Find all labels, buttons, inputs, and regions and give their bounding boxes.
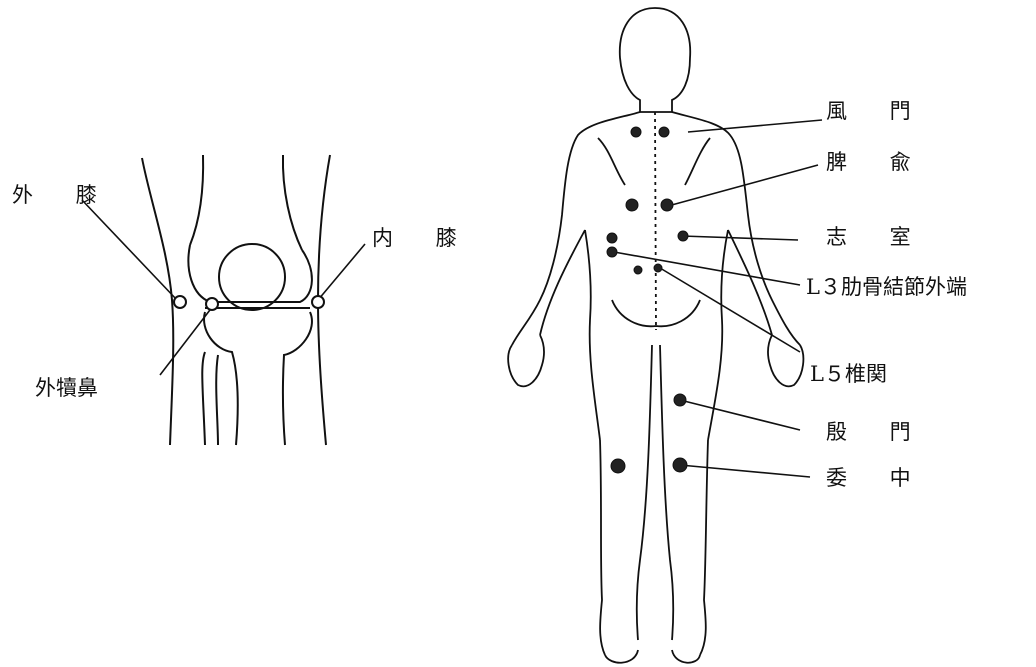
femur-right-edge [283, 155, 302, 250]
left-leg-outer [600, 440, 605, 655]
point-fumon-left [631, 127, 641, 137]
patella [219, 244, 285, 310]
left-foot [605, 650, 638, 663]
point-shishitsu-left [607, 233, 617, 243]
label-medial-hollow: 内 膝 [372, 226, 475, 250]
right-inner-arm [728, 230, 772, 335]
point-l5 [654, 264, 662, 272]
torso-left-outline [512, 112, 640, 345]
point-hiyu-left [626, 199, 638, 211]
left-leg-inner [637, 345, 652, 640]
right-scapula [685, 138, 710, 185]
label-hiyu: 脾 兪 [826, 150, 929, 174]
pointer-shishitsu [682, 236, 798, 240]
point-ichu-left [611, 459, 625, 473]
left-scapula [598, 138, 625, 185]
pointer-inmon [680, 400, 800, 430]
label-l3-rib-end: L３肋骨結節外端 [806, 275, 967, 299]
knee-pointer-lateral-calf-nose [160, 306, 213, 375]
knee-point-medial-hollow [312, 296, 324, 308]
knee-point-lateral-calf-nose [206, 298, 218, 310]
label-lateral-hollow: 外 膝 [12, 183, 115, 207]
head-outline [620, 8, 690, 112]
left-flank [585, 230, 600, 440]
point-ichu-right [673, 458, 687, 472]
body-points [607, 127, 688, 473]
point-shishitsu-right [678, 231, 688, 241]
knee-pointer-medial-hollow [318, 244, 365, 300]
knee-point-lateral-hollow [174, 296, 186, 308]
right-foot [672, 650, 700, 663]
tibia [204, 312, 312, 445]
label-inmon: 殷 門 [826, 420, 929, 444]
point-l3-left [607, 247, 617, 257]
pointer-ichu [680, 465, 810, 477]
label-l5-vertebra: L５椎関 [810, 362, 887, 386]
label-fumon: 風 門 [826, 99, 929, 123]
spine [655, 112, 656, 330]
point-hiyu-right [661, 199, 673, 211]
right-leg-inner [660, 345, 673, 640]
label-lateral-calf-nose: 外犢鼻 [35, 376, 98, 400]
point-fumon-right [659, 127, 669, 137]
label-ichu: 委 中 [826, 466, 929, 490]
right-leg-outer [700, 440, 708, 655]
body-figure [508, 8, 822, 663]
femur-left-edge [190, 155, 203, 245]
label-shishitsu: 志 室 [826, 225, 929, 249]
femoral-condyle [188, 245, 311, 302]
point-l5-left [634, 266, 642, 274]
knee-pointer-lateral-hollow [82, 200, 177, 300]
point-inmon [674, 394, 686, 406]
torso-right-outline [672, 112, 800, 345]
fibula [202, 352, 218, 445]
knee-outer-left-contour [142, 158, 173, 445]
